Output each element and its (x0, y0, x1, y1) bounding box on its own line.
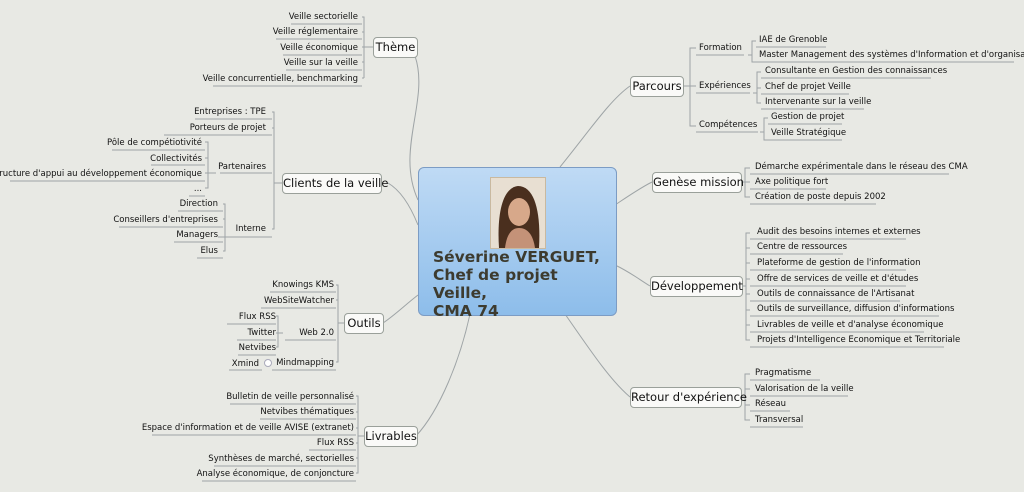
developpement-item[interactable]: Plateforme de gestion de l'information (757, 258, 921, 268)
competences-item[interactable]: Veille Stratégique (771, 128, 847, 138)
retour-item[interactable]: Réseau (755, 399, 787, 409)
livrables-item[interactable]: Bulletin de veille personnalisé (226, 392, 354, 402)
developpement-item[interactable]: Outils de connaissance de l'Artisanat (757, 289, 915, 299)
partenaires-item[interactable]: ... (193, 184, 202, 194)
retour-item[interactable]: Valorisation de la veille (755, 384, 854, 394)
profile-photo (490, 177, 546, 249)
developpement-item[interactable]: Audit des besoins internes et externes (757, 227, 921, 237)
clients-partenaires[interactable]: Partenaires (218, 162, 266, 172)
topic-retour[interactable]: Retour d'expérience (630, 387, 747, 408)
developpement-item[interactable]: Livrables de veille et d'analyse économi… (757, 320, 944, 330)
partenaires-item[interactable]: Structure d'appui au développement écono… (0, 169, 202, 179)
experiences-item[interactable]: Chef de projet Veille (765, 82, 851, 92)
parcours-competences[interactable]: Compétences (699, 120, 758, 130)
parcours-experiences[interactable]: Expériences (699, 81, 751, 91)
web20-item[interactable]: Twitter (247, 328, 277, 338)
clients-porteurs[interactable]: Porteurs de projet (189, 123, 266, 133)
retour-item[interactable]: Transversal (755, 415, 804, 425)
web20-item[interactable]: Flux RSS (238, 312, 276, 322)
theme-item[interactable]: Veille concurrentielle, benchmarking (202, 74, 358, 84)
developpement-item[interactable]: Centre de ressources (757, 242, 848, 252)
outils-knowings[interactable]: Knowings KMS (272, 280, 334, 290)
genese-item[interactable]: Axe politique fort (755, 177, 829, 187)
interne-item[interactable]: Direction (179, 199, 218, 209)
retour-item[interactable]: Pragmatisme (755, 368, 812, 378)
topic-parcours[interactable]: Parcours (630, 76, 684, 97)
theme-item[interactable]: Veille sur la veille (283, 58, 358, 68)
clients-entreprises[interactable]: Entreprises : TPE (194, 107, 266, 117)
theme-item[interactable]: Veille sectorielle (288, 12, 358, 22)
livrables-item[interactable]: Netvibes thématiques (260, 407, 354, 417)
topic-genese[interactable]: Genèse mission (652, 172, 744, 193)
outils-web20[interactable]: Web 2.0 (299, 328, 334, 338)
theme-item[interactable]: Veille économique (280, 43, 358, 53)
web20-item[interactable]: Netvibes (238, 343, 276, 353)
interne-item[interactable]: Conseillers d'entreprises (113, 215, 218, 225)
topic-theme[interactable]: Thème (373, 37, 418, 58)
developpement-item[interactable]: Outils de surveillance, diffusion d'info… (757, 304, 955, 314)
interne-item[interactable]: Managers (176, 230, 218, 240)
parcours-formation[interactable]: Formation (699, 43, 742, 53)
livrables-item[interactable]: Espace d'information et de veille AVISE … (141, 423, 354, 433)
genese-item[interactable]: Démarche expérimentale dans le réseau de… (755, 162, 968, 172)
livrables-item[interactable]: Synthèses de marché, sectorielles (208, 454, 354, 464)
experiences-item[interactable]: Consultante en Gestion des connaissances (765, 66, 948, 76)
outils-mindmapping[interactable]: Mindmapping (276, 358, 334, 368)
experiences-item[interactable]: Intervenante sur la veille (765, 97, 872, 107)
competences-item[interactable]: Gestion de projet (771, 112, 845, 122)
livrables-item[interactable]: Analyse économique, de conjoncture (196, 469, 354, 479)
partenaires-item[interactable]: Pôle de compétiotivité (107, 138, 202, 148)
partenaires-item[interactable]: Collectivités (150, 154, 202, 164)
genese-item[interactable]: Création de poste depuis 2002 (755, 192, 886, 202)
livrables-item[interactable]: Flux RSS (316, 438, 354, 448)
interne-item[interactable]: Elus (200, 246, 218, 256)
formation-item[interactable]: Master Management des systèmes d'Informa… (759, 50, 1024, 60)
connector-dot (264, 359, 272, 367)
topic-clients[interactable]: Clients de la veille (282, 173, 388, 194)
topic-livrables[interactable]: Livrables (364, 426, 418, 447)
developpement-item[interactable]: Projets d'Intelligence Economique et Ter… (757, 335, 961, 345)
mindmapping-item[interactable]: Xmind (231, 359, 259, 369)
center-title: Séverine VERGUET, Chef de projet Veille,… (433, 248, 600, 320)
formation-item[interactable]: IAE de Grenoble (759, 35, 828, 45)
theme-item[interactable]: Veille réglementaire (272, 27, 358, 37)
clients-interne[interactable]: Interne (235, 224, 266, 234)
topic-outils[interactable]: Outils (344, 313, 384, 334)
central-topic[interactable]: Séverine VERGUET, Chef de projet Veille,… (418, 167, 617, 320)
outils-websitewatcher[interactable]: WebSiteWatcher (263, 296, 334, 306)
topic-developpement[interactable]: Développement (650, 276, 743, 297)
developpement-item[interactable]: Offre de services de veille et d'études (757, 274, 919, 284)
